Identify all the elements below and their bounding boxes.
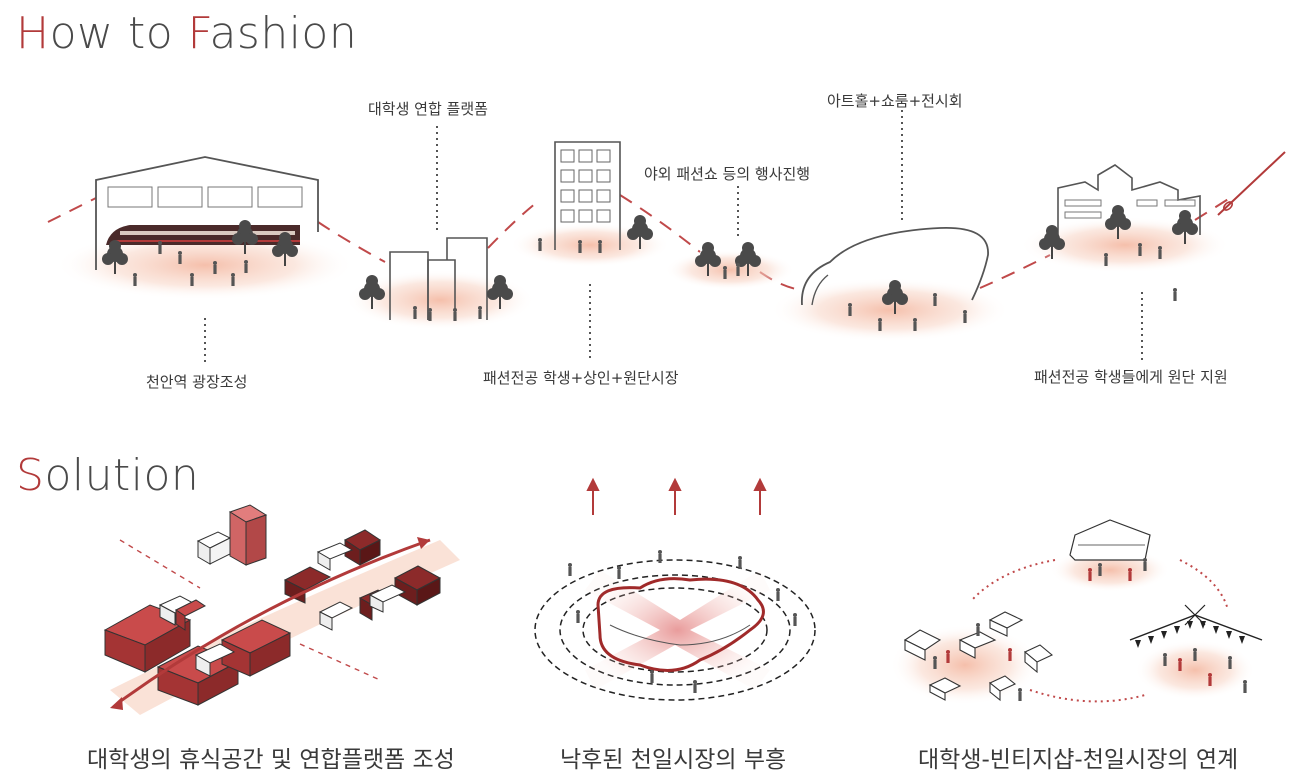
needle-icon [1217,151,1286,216]
platform-scene [345,237,535,330]
label-station-plaza: 천안역 광장조성 [146,373,248,391]
solution-rest-illustration [103,504,460,715]
label-market: 패션전공 학생+상인+원단시장 [483,369,679,387]
school-scene [1020,164,1230,301]
solution-link-illustration [890,519,1263,705]
art-hall-scene [770,227,1010,342]
caption-rest-space: 대학생의 휴식공간 및 연합플랫폼 조성 [87,747,455,773]
caption-link: 대학생-빈티지샵-천일시장의 연계 [918,747,1239,773]
label-outdoor-show: 야외 패션쇼 등의 행사진행 [644,165,811,183]
how-to-fashion-heading: How to Fashion [16,8,358,59]
leader-lines [204,110,1143,365]
route-dashed-line [47,194,1231,291]
station-scene [55,156,355,300]
solution-revival-illustration [534,477,816,701]
outdoor-show-scene [665,242,795,290]
market-building-scene [510,141,670,267]
label-platform: 대학생 연합 플랫폼 [368,100,488,118]
label-art-hall: 아트홀+쇼룸+전시회 [827,92,963,110]
label-fabric-support: 패션전공 학생들에게 원단 지원 [1034,368,1228,386]
caption-market-revival: 낙후된 천일시장의 부흥 [560,747,787,773]
solution-heading: Solution [16,450,200,501]
